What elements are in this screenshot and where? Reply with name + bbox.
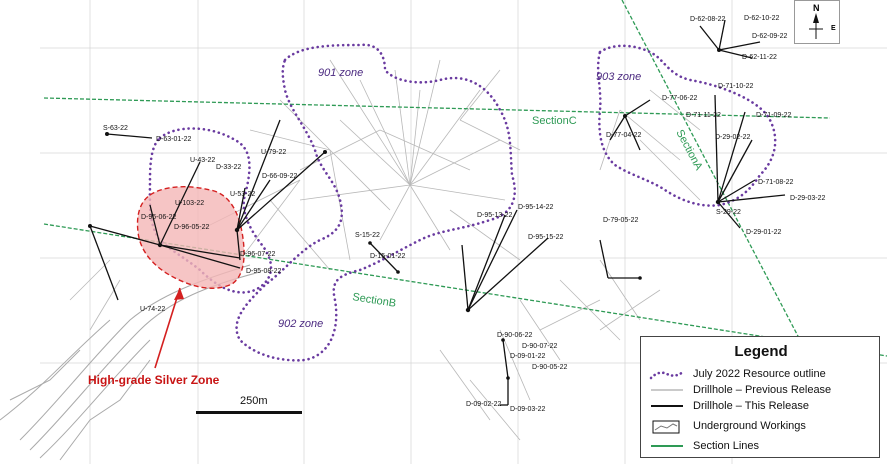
legend-title: Legend	[734, 343, 788, 360]
drillhole-label: U-53-22	[230, 191, 255, 198]
zone-label-901: 901 zone	[318, 67, 363, 79]
drillhole-label: D-29-02-22	[715, 134, 751, 141]
outline-903	[596, 44, 777, 207]
legend-label: Drillhole – This Release	[693, 400, 809, 412]
legend-item-previous-drillhole: Drillhole – Previous Release	[649, 383, 831, 397]
drillhole-label: D-90-07-22	[522, 343, 558, 350]
drillhole-label: U-103-22	[175, 200, 204, 207]
legend: Legend July 2022 Resource outline Drillh…	[640, 336, 880, 458]
drillhole-label: S-63-22	[103, 125, 128, 132]
drillhole-label: D-33-22	[216, 164, 241, 171]
drillhole-label: D-62-10-22	[744, 15, 780, 22]
drillhole-label: D-62-11-22	[742, 54, 777, 61]
drillhole-label: U-43-22	[190, 157, 215, 164]
outline-901-902	[235, 43, 517, 362]
drillhole-label: D-63-01-22	[156, 136, 192, 143]
drillhole-label: D-90-06-22	[497, 332, 533, 339]
high-grade-arrowhead	[174, 288, 184, 300]
legend-label: Underground Workings	[693, 420, 806, 432]
drillhole-label: D-71-11-22	[686, 112, 721, 119]
drillhole-label: D-71-08-22	[758, 179, 794, 186]
drillhole-label: S-15-22	[355, 232, 380, 239]
underground-workings	[0, 264, 261, 461]
outline-west	[148, 127, 273, 294]
scale-label: 250m	[240, 395, 268, 407]
section-lines	[43, 0, 887, 357]
drillhole-label: D-96-05-22	[174, 224, 210, 231]
current-drillholes	[89, 19, 786, 406]
high-grade-zone-label: High-grade Silver Zone	[88, 373, 220, 387]
drillhole-label: D-71-09-22	[756, 112, 792, 119]
north-arrow: N E	[794, 0, 840, 44]
drillhole-label: D-96-07-22	[240, 251, 276, 258]
drillhole-label: D-66-09-22	[262, 173, 298, 180]
legend-label: Drillhole – Previous Release	[693, 384, 832, 396]
drillhole-label: D-90-05-22	[532, 364, 568, 371]
legend-item-underground-workings: Underground Workings	[649, 419, 806, 434]
scale-bar-line	[196, 411, 302, 414]
section-line-a	[621, 0, 801, 341]
high-grade-zone	[136, 186, 245, 289]
workings-icon	[649, 420, 685, 434]
drillhole-label: D-71-10-22	[718, 83, 754, 90]
drillhole-label: D-79-05-22	[603, 217, 639, 224]
drillhole-label: D-09-03-22	[510, 406, 546, 413]
drillhole-label: D-96-06-22	[141, 214, 177, 221]
drillhole-label: D-29-01-22	[746, 229, 782, 236]
section-line-b	[43, 223, 887, 357]
drillhole-label: D-15-01-22	[370, 253, 406, 260]
drillhole-label: D-95-08-22	[246, 268, 282, 275]
section-label-b: SectionB	[352, 291, 397, 310]
north-arrow-icon	[809, 13, 823, 39]
legend-label: Section Lines	[693, 440, 760, 452]
drillhole-label: D-77-06-22	[662, 95, 698, 102]
drillhole-label: D-77-04-22	[606, 132, 642, 139]
east-label: E	[831, 25, 836, 32]
legend-item-resource-outline: July 2022 Resource outline	[649, 367, 826, 381]
drillhole-label: U-79-22	[261, 149, 286, 156]
dotted-outline-icon	[649, 368, 685, 380]
black-line-icon	[649, 400, 685, 412]
drillhole-label: D-09-01-22	[510, 353, 546, 360]
drillhole-label: U-74-22	[140, 306, 165, 313]
green-line-icon	[649, 440, 685, 452]
coordinate-grid	[40, 0, 887, 464]
zone-label-903: 903 zone	[596, 71, 641, 83]
drillhole-label: D-62-08-22	[690, 16, 726, 23]
collar-markers	[88, 48, 721, 380]
drillhole-label: D-29-03-22	[790, 195, 826, 202]
legend-item-current-drillhole: Drillhole – This Release	[649, 399, 809, 413]
north-label: N	[813, 3, 820, 13]
drillhole-label: D-95-15-22	[528, 234, 564, 241]
section-label-c: SectionC	[532, 115, 577, 127]
resource-outlines	[148, 43, 777, 362]
section-line-c	[43, 97, 831, 119]
drillhole-label: D-95-13-22	[477, 212, 513, 219]
drillhole-label: D-95-14-22	[518, 204, 554, 211]
drillhole-label: S-29-22	[716, 209, 741, 216]
drillhole-label: D-09-02-22	[466, 401, 502, 408]
legend-label: July 2022 Resource outline	[693, 368, 826, 380]
legend-item-section-lines: Section Lines	[649, 439, 759, 453]
drillhole-label: D-62-09-22	[752, 33, 788, 40]
high-grade-arrow	[154, 287, 181, 369]
drillhole-labels: S-63-22 D-63-01-22 U-43-22 D-33-22 U-79-…	[103, 15, 826, 413]
zone-label-902: 902 zone	[278, 318, 323, 330]
grey-line-icon	[649, 384, 685, 396]
